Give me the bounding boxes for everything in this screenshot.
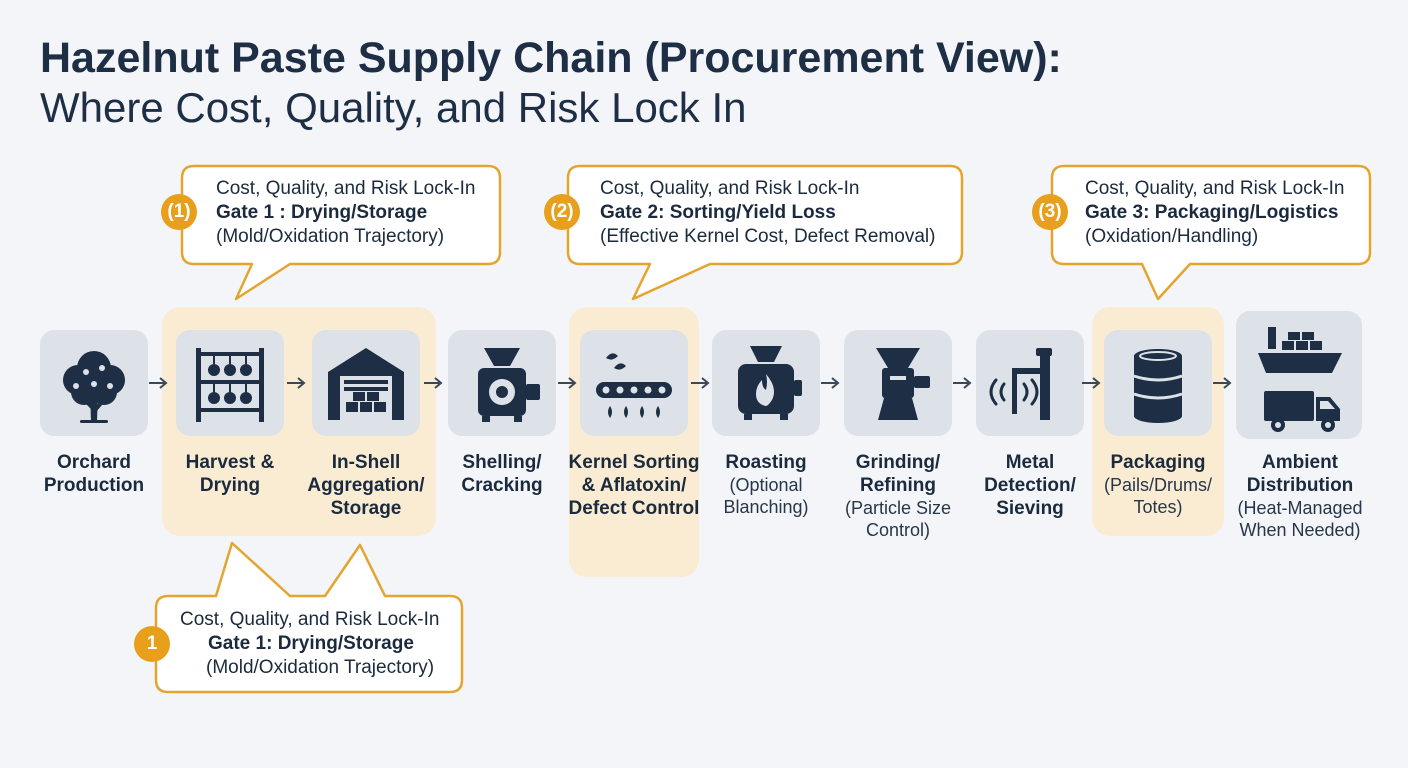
- step-label-grinding: Grinding/ Refining (Particle Size Contro…: [830, 451, 966, 541]
- callout-gate: Gate 3: Packaging/Logistics: [1085, 202, 1339, 223]
- callout-badge: (1): [161, 194, 197, 230]
- step-grinding-refining: [844, 330, 952, 436]
- flow-arrow-5: [691, 377, 710, 389]
- step-title: Kernel Sorting & Aflatoxin/ Defect Contr…: [568, 452, 700, 519]
- ship-truck-icon: [1258, 327, 1342, 432]
- step-roasting: [712, 330, 820, 436]
- step-label-storage: In-Shell Aggregation/ Storage: [298, 451, 434, 520]
- step-title: Shelling/ Cracking: [461, 452, 543, 496]
- callout-gate: Gate 1 : Drying/Storage: [216, 202, 428, 223]
- sheller-machine-icon: [478, 348, 540, 422]
- callout-badge: 1: [134, 626, 170, 662]
- step-label-packaging: Packaging (Pails/Drums/ Totes): [1090, 451, 1226, 518]
- flow-arrow-6: [821, 377, 840, 389]
- flow-arrow-2: [287, 377, 306, 389]
- step-note: (Optional Blanching): [723, 475, 809, 517]
- callout-text: Cost, Quality, and Risk Lock-In Gate 1 :…: [216, 177, 475, 249]
- step-label-harvest: Harvest & Drying: [162, 451, 298, 497]
- callout-text: Cost, Quality, and Risk Lock-In Gate 2: …: [600, 177, 935, 249]
- step-title: Ambient Distribution: [1246, 452, 1354, 496]
- drum-barrel-icon: [1133, 349, 1183, 423]
- metal-detector-icon: [989, 348, 1052, 420]
- drying-rack-icon: [196, 348, 264, 422]
- step-harvest-drying: [176, 330, 284, 436]
- flow-arrow-1: [149, 377, 168, 389]
- sorting-conveyor-icon: [596, 353, 672, 418]
- callout-gate: Gate 2: Sorting/Yield Loss: [600, 202, 836, 223]
- step-title: Roasting: [725, 452, 807, 473]
- callout-1-outline: [180, 164, 502, 301]
- step-title: Grinding/ Refining: [855, 452, 941, 496]
- warehouse-icon: [328, 348, 404, 420]
- step-kernel-sorting: [580, 330, 688, 436]
- step-note: (Pails/Drums/ Totes): [1103, 475, 1212, 517]
- step-title: Packaging: [1110, 452, 1206, 473]
- step-label-roasting: Roasting (Optional Blanching): [698, 451, 834, 518]
- step-ambient-distribution: [1236, 311, 1362, 439]
- callout-2-outline: [566, 164, 964, 301]
- page-title-line2: Where Cost, Quality, and Risk Lock In: [40, 84, 747, 131]
- callout-text: Cost, Quality, and Risk Lock-In Gate 1: …: [180, 608, 439, 680]
- flow-arrow-4: [558, 377, 577, 389]
- callout-detail: (Mold/Oxidation Trajectory): [216, 226, 445, 247]
- step-title: Harvest & Drying: [185, 452, 275, 496]
- step-shelling-cracking: [448, 330, 556, 436]
- callout-detail: (Oxidation/Handling): [1085, 226, 1259, 247]
- callout-heading: Cost, Quality, and Risk Lock-In: [1085, 178, 1345, 199]
- flow-arrow-9: [1213, 377, 1232, 389]
- callout-heading: Cost, Quality, and Risk Lock-In: [180, 609, 440, 630]
- step-title: In-Shell Aggregation/ Storage: [307, 452, 425, 519]
- step-label-metal-detection: Metal Detection/ Sieving: [962, 451, 1098, 520]
- callout-heading: Cost, Quality, and Risk Lock-In: [216, 178, 476, 199]
- callout-4-outline: [154, 541, 464, 694]
- flow-arrow-8: [1082, 377, 1101, 389]
- callout-detail: (Effective Kernel Cost, Defect Removal): [600, 226, 936, 247]
- callout-gate: Gate 1: Drying/Storage: [208, 633, 414, 654]
- tree-icon: [63, 351, 125, 423]
- step-label-sorting: Kernel Sorting & Aflatoxin/ Defect Contr…: [566, 451, 702, 520]
- callout-badge: (3): [1032, 194, 1068, 230]
- callout-heading: Cost, Quality, and Risk Lock-In: [600, 178, 860, 199]
- step-note: (Particle Size Control): [844, 498, 952, 540]
- callout-3-outline: [1050, 164, 1372, 301]
- callout-badge: (2): [544, 194, 580, 230]
- callout-text: Cost, Quality, and Risk Lock-In Gate 3: …: [1085, 177, 1344, 249]
- callout-detail: (Mold/Oxidation Trajectory): [206, 657, 435, 678]
- grinder-icon: [876, 348, 930, 420]
- flow-arrow-3: [424, 377, 443, 389]
- step-label-distribution: Ambient Distribution (Heat-Managed When …: [1232, 451, 1368, 541]
- step-note: (Heat-Managed When Needed): [1237, 498, 1363, 540]
- step-orchard-production: [40, 330, 148, 436]
- step-title: Metal Detection/ Sieving: [984, 452, 1076, 519]
- step-packaging: [1104, 330, 1212, 436]
- step-label-shelling: Shelling/ Cracking: [434, 451, 570, 497]
- step-metal-detection: [976, 330, 1084, 436]
- roaster-flame-icon: [738, 346, 802, 420]
- step-label-orchard: Orchard Production: [26, 451, 162, 497]
- step-inshell-storage: [312, 330, 420, 436]
- flow-arrow-7: [953, 377, 972, 389]
- page-title-line1: Hazelnut Paste Supply Chain (Procurement…: [40, 34, 1062, 82]
- step-title: Orchard Production: [43, 452, 145, 496]
